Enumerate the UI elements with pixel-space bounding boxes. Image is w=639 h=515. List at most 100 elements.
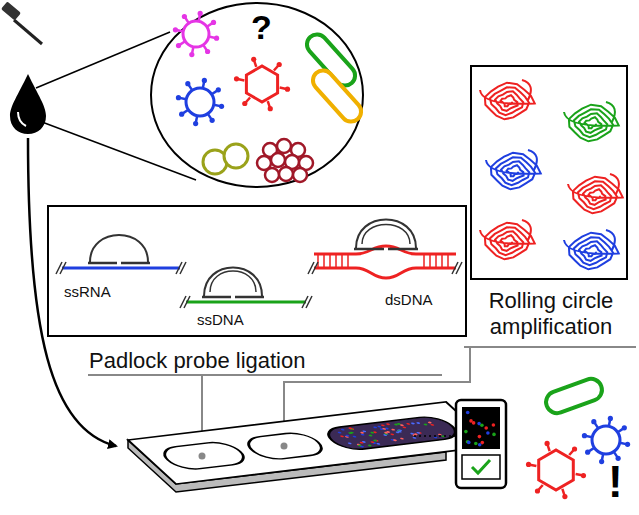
shape	[202, 78, 207, 83]
shape	[198, 11, 203, 16]
strand-label: ssDNA	[197, 311, 244, 328]
signal-dot	[480, 423, 484, 427]
shape	[186, 88, 214, 116]
shape	[205, 49, 210, 54]
signal-dot	[339, 435, 344, 437]
shape	[277, 62, 282, 67]
shape	[581, 473, 586, 478]
signal-dot	[380, 424, 385, 426]
dsdna-probe	[308, 220, 462, 279]
shape	[210, 118, 215, 123]
shape	[535, 488, 540, 493]
shape	[622, 425, 627, 430]
shape	[562, 494, 567, 499]
symbol-label: !	[608, 460, 623, 504]
signal-dot	[376, 443, 381, 445]
ssdna-probe	[180, 268, 312, 309]
signal-dot	[359, 442, 364, 444]
pathogens	[173, 11, 365, 182]
signal-dot	[478, 443, 482, 447]
signal-dot	[397, 430, 402, 432]
shape	[526, 462, 531, 467]
shape	[176, 95, 181, 100]
padlock-box: ssRNAdsDNAssDNAPadlock probe ligation	[47, 205, 467, 337]
rca-products	[480, 80, 623, 269]
rca-coil	[568, 174, 623, 213]
strand-label: dsDNA	[385, 291, 433, 308]
signal-dot	[382, 428, 387, 430]
shape	[539, 450, 574, 490]
signal-dot	[359, 445, 364, 447]
shape	[189, 52, 194, 57]
virus-icon	[173, 11, 219, 57]
signal-dot	[392, 439, 397, 441]
ssrna-probe	[56, 235, 186, 274]
signal-dot	[367, 444, 372, 446]
section-heading: Padlock probe ligation	[89, 348, 305, 374]
signal-dot	[349, 431, 354, 433]
signal-dot	[390, 433, 395, 435]
signal-dot	[486, 431, 490, 435]
coccus	[265, 168, 279, 182]
shape	[585, 450, 590, 455]
shape	[251, 57, 256, 62]
shape	[599, 459, 604, 464]
virus-icon	[582, 416, 630, 464]
signal-dot	[352, 436, 357, 438]
rca-coil	[480, 80, 535, 119]
signal-dot	[386, 423, 391, 425]
coccus	[293, 168, 307, 182]
shape	[246, 66, 277, 102]
phone-icon	[456, 400, 506, 488]
shape	[173, 27, 178, 32]
flow-arrow	[28, 138, 116, 446]
signal-dot	[492, 433, 496, 437]
shape	[182, 14, 187, 19]
signal-dot	[412, 437, 417, 439]
signal-dot	[397, 431, 402, 433]
virus-icon	[526, 441, 586, 499]
shape	[193, 121, 198, 126]
shape	[185, 81, 190, 86]
signal-dot	[373, 426, 378, 428]
shape	[211, 20, 216, 25]
signal-dot	[356, 444, 361, 446]
coccus	[271, 153, 285, 167]
signal-dot	[386, 431, 391, 433]
signal-dot	[413, 433, 418, 435]
shape	[216, 87, 221, 92]
rca-coil	[480, 220, 535, 259]
signal-dot	[430, 424, 435, 426]
strand-label: ssRNA	[64, 283, 111, 300]
signal-dot	[391, 429, 396, 431]
signal-dot	[406, 423, 411, 425]
shape	[608, 416, 613, 421]
signal-dot	[360, 432, 365, 434]
signal-dot	[423, 423, 428, 425]
signal-dot	[464, 430, 468, 434]
signal-dot	[370, 441, 375, 443]
signal-dot	[492, 423, 496, 427]
signal-dot	[377, 425, 382, 427]
coccus	[279, 167, 293, 181]
signal-dot	[416, 422, 421, 424]
shape	[572, 446, 577, 451]
virus-icon	[176, 78, 224, 126]
signal-dot	[368, 434, 373, 436]
signal-dot	[474, 442, 478, 446]
shape	[242, 101, 247, 106]
signal-dot	[410, 422, 415, 424]
signal-dot	[370, 432, 375, 434]
signal-dot	[337, 432, 342, 434]
signal-dot	[348, 427, 353, 429]
signal-dot	[427, 421, 432, 423]
signal-dot	[467, 441, 471, 445]
signal-dot	[345, 435, 350, 437]
signal-dot	[484, 426, 488, 430]
shape	[544, 441, 549, 446]
zoom-line	[36, 32, 170, 88]
signal-dot	[402, 426, 407, 428]
rca-coil	[564, 230, 619, 269]
signal-dot	[478, 435, 482, 439]
